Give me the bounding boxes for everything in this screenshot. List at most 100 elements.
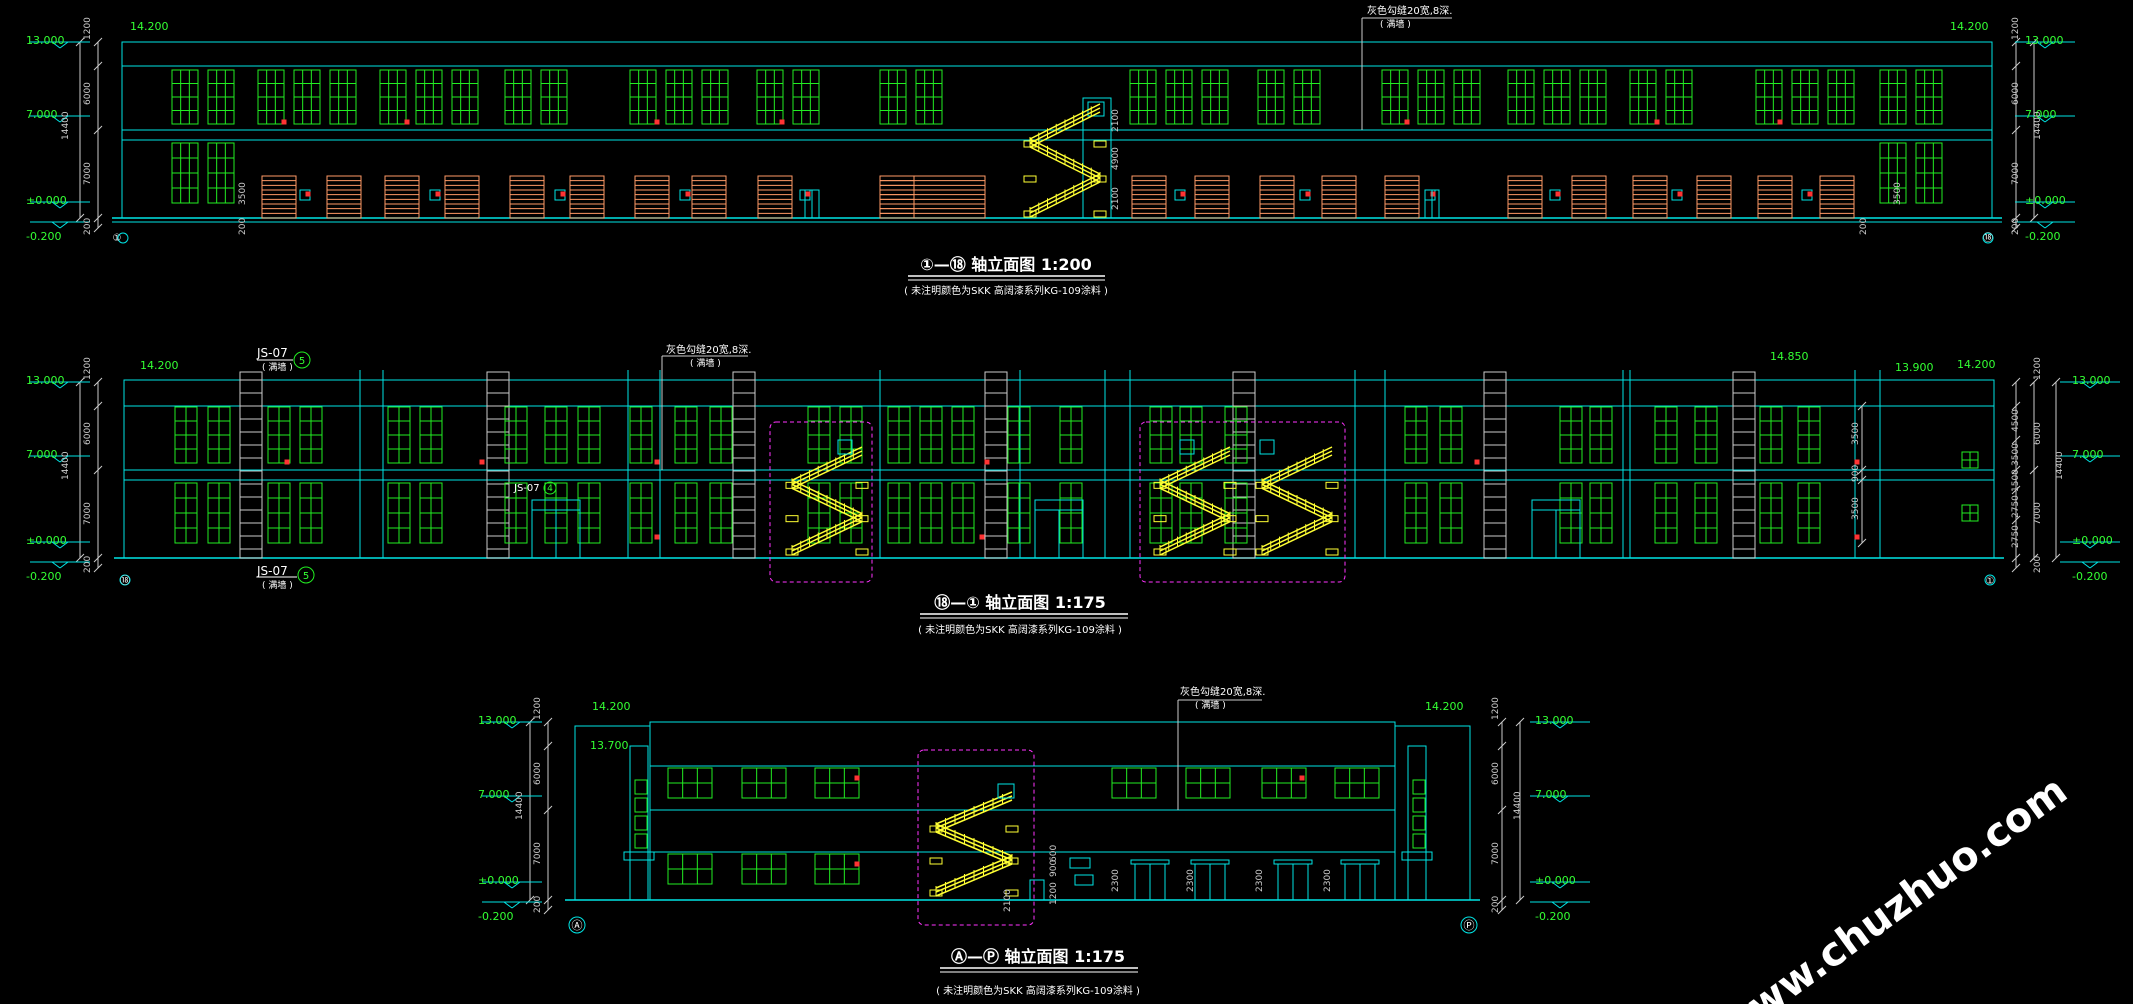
stair-landing: [1093, 140, 1107, 148]
roller-door: [444, 175, 480, 219]
e3-small-door: [1029, 879, 1045, 901]
e2-right-level-0: ±0.000: [2072, 534, 2113, 547]
dim-tick: [93, 465, 103, 475]
e2-js-bottom-num: 5: [303, 571, 309, 582]
e3-right-level-neg: -0.200: [1535, 910, 1570, 923]
e3-column-window: [634, 797, 648, 813]
dim-tick: [1497, 717, 1507, 727]
e3-dim-bottom-900: 900: [1049, 860, 1059, 877]
e3-top-left2-level: 13.700: [590, 739, 629, 752]
red-marker: [984, 459, 990, 465]
dim-tick: [2011, 563, 2021, 573]
e1-dim-left-200: 200: [83, 218, 93, 235]
e1-right-level-7: 7.000: [2025, 108, 2057, 121]
e3-dim-left-1200: 1200: [533, 697, 543, 720]
e3-dim-bottom-1200: 1200: [1049, 882, 1059, 905]
e3-door-canopy: [1130, 859, 1170, 865]
red-marker: [1677, 191, 1683, 197]
level-triangle: [2035, 221, 2055, 229]
e3-dim-bottom-2300b: 2300: [1186, 869, 1196, 892]
e2-dim-inner-3500b: 3500: [1851, 497, 1861, 520]
e2-dim-left-6000: 6000: [83, 422, 93, 445]
stair-rail: [1159, 454, 1231, 490]
red-marker: [479, 459, 485, 465]
dim-tick: [2029, 213, 2039, 223]
stair-landing: [1223, 548, 1237, 556]
e1-dim-mid-2100a: 2100: [1111, 109, 1121, 132]
e1-left-level-neg: -0.200: [26, 230, 61, 243]
e3-door-canopy: [1340, 859, 1380, 865]
e3-sign-box: [1074, 874, 1094, 886]
e3-title: Ⓐ—Ⓟ 轴立面图 1:175: [951, 947, 1125, 966]
e1-callout: 灰色勾缝20宽,8深.: [1367, 4, 1452, 17]
geometry-layer: [30, 17, 2120, 973]
e1-dim-200-right: 200: [1859, 218, 1869, 235]
red-marker: [854, 775, 860, 781]
red-marker: [435, 191, 441, 197]
red-marker: [654, 459, 660, 465]
e2-dim-right-4500: 4500: [2011, 409, 2021, 432]
stair-landing: [1153, 548, 1167, 556]
dim-tick: [2011, 401, 2021, 411]
dim-tick: [93, 401, 103, 411]
e3-column-window: [1412, 833, 1426, 849]
e3-dim-bottom-600: 600: [1049, 845, 1059, 862]
e2-dim-left-7000: 7000: [83, 502, 93, 525]
e3-dim-bottom-2300a: 2300: [1111, 869, 1121, 892]
roller-door: [1259, 175, 1295, 219]
e3-column-window: [1412, 815, 1426, 831]
e2-js-bottom-sub: ( 满墙 ): [262, 579, 293, 591]
e3-right-wing: [1394, 725, 1471, 901]
stair-rail: [1261, 454, 1333, 490]
roller-door: [691, 175, 727, 219]
roller-door: [326, 175, 362, 219]
e1-right-level-neg: -0.200: [2025, 230, 2060, 243]
dim-tick: [2011, 61, 2021, 71]
stair-landing: [855, 481, 869, 489]
e2-dim-right-1200: 1200: [2033, 357, 2043, 380]
elevation-1-labels: 14.200 14.200 13.000 7.000 ±0.000 -0.200…: [26, 4, 2066, 297]
e2-dim-inner-3500a: 3500: [1851, 422, 1861, 445]
e3-left-level-13: 13.000: [478, 714, 517, 727]
e3-dim-right-7000: 7000: [1491, 842, 1501, 865]
dim-tick: [2011, 125, 2021, 135]
e1-callout-sub: ( 满墙 ): [1380, 18, 1411, 30]
stair-landing: [1023, 175, 1037, 183]
dim-tick: [543, 895, 553, 905]
e1-dim-right-200: 200: [2011, 218, 2021, 235]
stair-landing: [1255, 548, 1269, 556]
e2-stair-door: [1259, 439, 1275, 455]
dim-tick: [2011, 553, 2021, 563]
e2-left-level-7: 7.000: [26, 448, 58, 461]
e3-right-level-0: ±0.000: [1535, 874, 1576, 887]
e1-right-level-0: ±0.000: [2025, 194, 2066, 207]
red-marker: [654, 534, 660, 540]
roller-door: [1321, 175, 1357, 219]
dim-tick: [2029, 377, 2039, 387]
e2-callout-sub: ( 满墙 ): [690, 357, 721, 369]
dim-tick: [1515, 717, 1525, 727]
stair-landing: [785, 515, 799, 523]
e2-stair-door: [1179, 439, 1195, 455]
dim-tick: [75, 553, 85, 563]
stair-rail: [1159, 520, 1231, 556]
e3-dim-left-7000: 7000: [533, 842, 543, 865]
red-marker: [1474, 459, 1480, 465]
e1-dim-left-14400: 14400: [61, 111, 71, 140]
roller-door: [1571, 175, 1607, 219]
dim-tick: [1857, 538, 1867, 548]
stair-landing: [855, 548, 869, 556]
dim-tick: [2011, 223, 2021, 233]
e2-dim-right-14400: 14400: [2055, 451, 2065, 480]
e2-dim-right-3500: 3500: [2011, 443, 2021, 466]
dim-tick: [93, 125, 103, 135]
dim-tick: [75, 213, 85, 223]
dim-tick: [1857, 475, 1867, 485]
e2-top-r2-level: 14.200: [1957, 358, 1996, 371]
red-marker: [281, 119, 287, 125]
roller-door: [879, 175, 986, 219]
red-marker: [560, 191, 566, 197]
red-marker: [1654, 119, 1660, 125]
e3-column-window: [1412, 779, 1426, 795]
stair-landing: [1255, 515, 1269, 523]
